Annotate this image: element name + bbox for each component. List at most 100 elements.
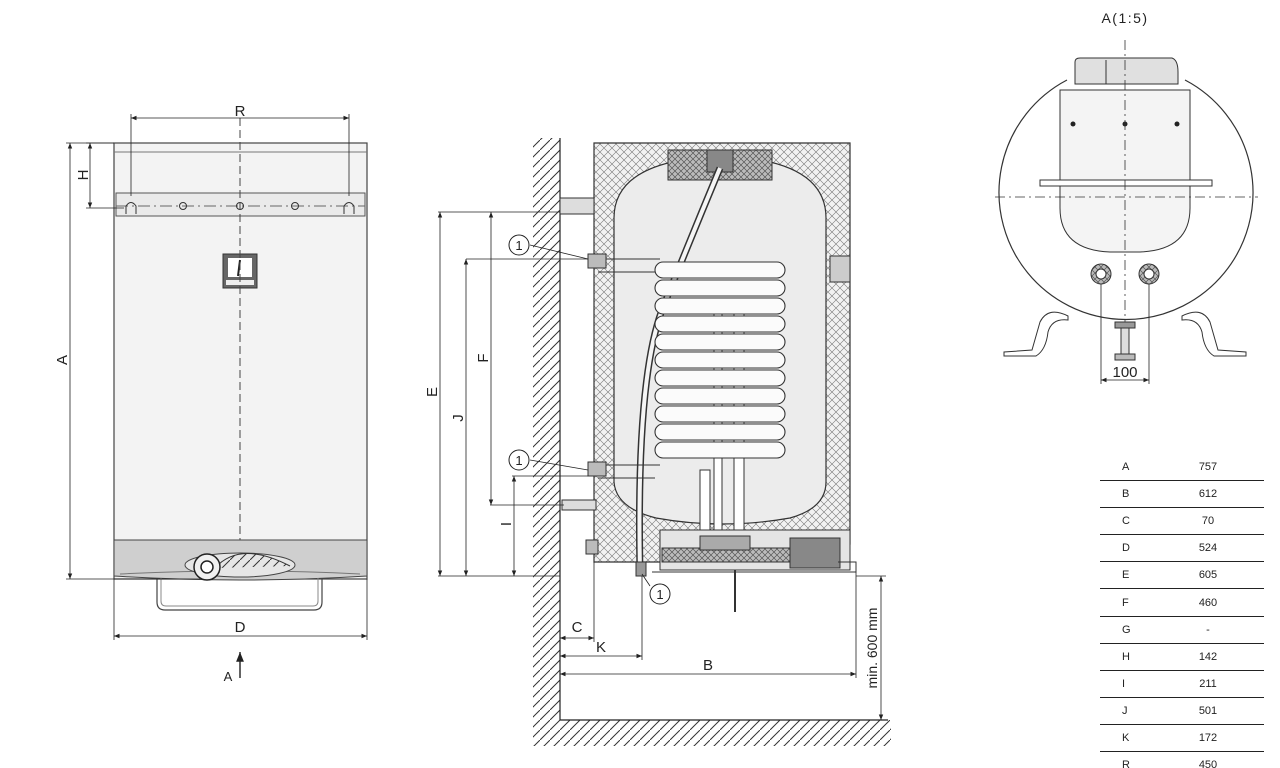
dimension-key: R <box>1100 751 1152 768</box>
bottom-handle <box>156 578 323 611</box>
right-thermostat-socket <box>829 255 851 283</box>
wall-bracket-stub <box>585 539 599 555</box>
dim-I-label: I <box>498 522 515 526</box>
bracket-hole <box>179 202 187 210</box>
bottom-view-top-box <box>1074 57 1179 85</box>
dimension-value: 172 <box>1152 724 1264 753</box>
dimension-key: G <box>1100 616 1152 644</box>
leg-right <box>1181 311 1247 357</box>
dim-B-label: B <box>703 657 713 674</box>
bracket-slot-left <box>125 202 137 214</box>
mounting-rail <box>1039 179 1213 187</box>
section-view: E J F I C K B min. 600 mm 1 1 1 <box>424 138 891 746</box>
dimension-value: 501 <box>1152 697 1264 725</box>
dimension-value: 211 <box>1152 670 1264 698</box>
dimension-value: 612 <box>1152 480 1264 509</box>
drain-pipe <box>1120 327 1130 355</box>
hot-outlet-stub <box>635 561 647 577</box>
coil-upper-connection <box>587 253 607 269</box>
dimension-value: 460 <box>1152 588 1264 617</box>
dimension-value: - <box>1152 616 1264 644</box>
dimension-value: 524 <box>1152 534 1264 563</box>
knob-grip <box>214 553 291 569</box>
dimension-key: D <box>1100 534 1152 563</box>
panel-screw <box>1070 121 1076 127</box>
thermostat-block <box>699 535 751 551</box>
temperature-knob-center <box>200 560 214 574</box>
heat-exchanger-coil <box>598 258 786 479</box>
dimension-key: A <box>1100 454 1152 482</box>
dim-E-label: E <box>424 387 441 397</box>
dimension-value: 142 <box>1152 643 1264 671</box>
bottom-view-a: A(1:5) 100 <box>995 10 1258 384</box>
dimension-key: I <box>1100 670 1152 698</box>
dimension-value: 70 <box>1152 507 1264 536</box>
dim-A-label: A <box>54 355 71 365</box>
dim-K-label: K <box>596 639 606 656</box>
dim-D-label: D <box>235 619 246 636</box>
drain-fitting <box>1114 321 1136 329</box>
floor-hatching <box>533 720 891 746</box>
bracket-hole <box>291 202 299 210</box>
dimension-key: E <box>1100 561 1152 590</box>
dim-H-label: H <box>75 170 92 181</box>
dimension-key: F <box>1100 588 1152 617</box>
display-brand-strip <box>226 280 254 285</box>
dimension-row: G- <box>1100 616 1264 644</box>
dimension-key: C <box>1100 507 1152 536</box>
cold-inlet-pipe <box>561 499 597 511</box>
dim-F-label: F <box>475 353 492 362</box>
drain-valve <box>1114 353 1136 361</box>
callout-leader <box>529 459 589 471</box>
callout-leader <box>529 244 589 260</box>
dimension-key: J <box>1100 697 1152 725</box>
bottom-view-panel <box>1059 89 1191 253</box>
bottom-view-circle <box>998 79 1254 321</box>
bottom-handle-inner <box>160 578 319 607</box>
callout-leader <box>641 573 651 587</box>
connection-port-right-inner <box>1143 268 1155 280</box>
bottom-cover-section <box>652 561 857 573</box>
dimension-value: 450 <box>1152 751 1264 768</box>
callout-number: 1 <box>515 453 522 468</box>
panel-screw <box>1174 121 1180 127</box>
callout-number: 1 <box>515 238 522 253</box>
callout-marker <box>508 449 530 471</box>
connection-port-left-inner <box>1095 268 1107 280</box>
dimension-value: 605 <box>1152 561 1264 590</box>
dimension-key: H <box>1100 643 1152 671</box>
front-view: R H A D A <box>54 103 368 684</box>
callout-marker <box>649 583 671 605</box>
dimension-key: K <box>1100 724 1152 753</box>
dim-R-label: R <box>235 103 246 120</box>
coil-lower-connection <box>587 461 607 477</box>
view-arrow-label: A <box>224 669 233 684</box>
bracket-slot-right <box>343 202 355 214</box>
dim-J-label: J <box>450 414 467 422</box>
dimension-key: B <box>1100 480 1152 509</box>
leg-left <box>1003 311 1069 357</box>
dim-C-label: C <box>572 619 583 636</box>
callout-number: 1 <box>656 587 663 602</box>
view-a-title: A(1:5) <box>1101 10 1148 26</box>
wall-bracket <box>559 197 595 215</box>
wall-hatching <box>533 138 560 720</box>
terminal-block <box>789 537 841 569</box>
callout-marker <box>508 234 530 256</box>
clearance-label: min. 600 mm <box>864 608 880 689</box>
dim-100-label: 100 <box>1112 364 1137 381</box>
